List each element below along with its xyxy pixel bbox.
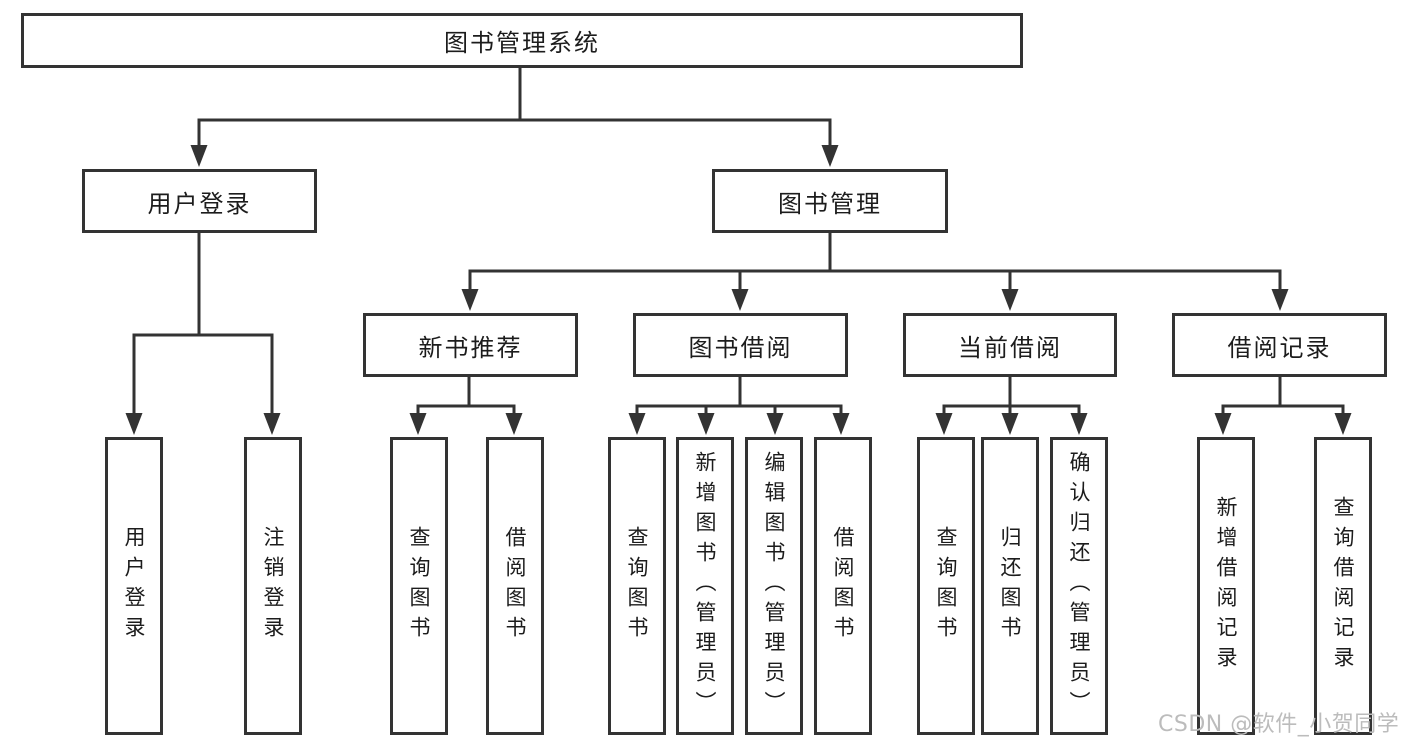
node-book-borrowing: 图书借阅 [633,313,848,377]
node-leaf-logout: 注销登录 [244,437,302,735]
csdn-watermark: CSDN @软件_小贺同学 [1158,712,1400,737]
node-user-login-branch: 用户登录 [82,169,317,233]
node-leaf-borrow-books: 借阅图书 [814,437,872,735]
node-leaf-edit-books-admin: 编辑图书（管理员） [745,437,803,735]
node-borrowing-records: 借阅记录 [1172,313,1387,377]
node-system-root: 图书管理系统 [21,13,1023,68]
node-leaf-confirm-return-admin: 确认归还（管理员） [1050,437,1108,735]
node-leaf-user-login: 用户登录 [105,437,163,735]
node-leaf-add-books-admin: 新增图书（管理员） [676,437,734,735]
node-leaf-query-books: 查询图书 [917,437,975,735]
node-current-borrowing: 当前借阅 [903,313,1117,377]
node-leaf-query-books: 查询图书 [390,437,448,735]
node-book-management-branch: 图书管理 [712,169,948,233]
node-leaf-query-books: 查询图书 [608,437,666,735]
node-leaf-query-borrow-record: 查询借阅记录 [1314,437,1372,735]
node-new-book-recommendation: 新书推荐 [363,313,578,377]
node-leaf-add-borrow-record: 新增借阅记录 [1197,437,1255,735]
node-leaf-borrow-books: 借阅图书 [486,437,544,735]
node-leaf-return-books: 归还图书 [981,437,1039,735]
